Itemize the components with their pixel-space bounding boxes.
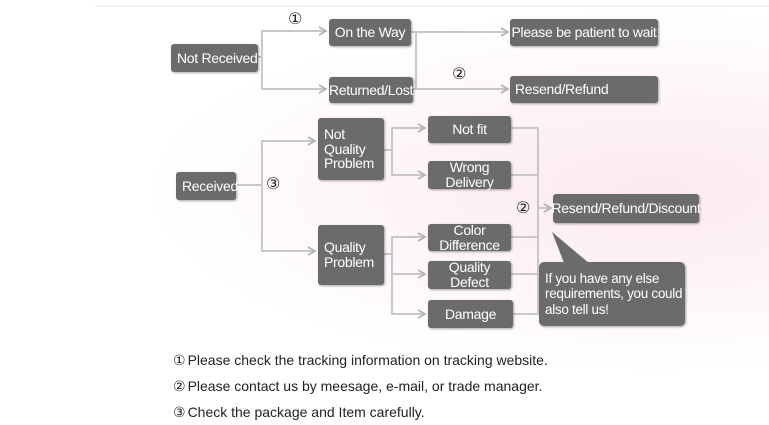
marker-three: ③: [266, 174, 281, 193]
arrow-to-quality: [261, 185, 317, 256]
box-not-received: Not Received: [171, 44, 258, 72]
marker-one: ①: [288, 9, 303, 28]
box-received: Received: [176, 172, 238, 200]
callout-bubble: If you have any else requirements, you c…: [539, 262, 685, 326]
note-1-marker: ①: [173, 353, 186, 369]
arrow-to-not-quality: [236, 136, 317, 186]
box-not-fit: Not fit: [428, 116, 511, 143]
box-wrong-delivery: Wrong Delivery: [428, 160, 511, 189]
arrow-to-quality-defect: [391, 254, 427, 279]
note-1-text: Please check the tracking information on…: [187, 352, 548, 368]
box-resend-refund: Resend/Refund: [510, 76, 658, 103]
arrow-to-damage: [391, 254, 427, 319]
marker-two-right: ②: [516, 198, 531, 217]
arrow-to-on-the-way: [258, 26, 328, 58]
arrow-to-not-fit: [384, 123, 427, 151]
arrow-to-returned-lost: [261, 57, 328, 94]
note-3-text: Check the package and Item carefully.: [187, 404, 425, 420]
box-please-wait: Please be patient to wait: [510, 19, 658, 46]
box-quality-defect: Quality Defect: [428, 260, 511, 289]
box-quality-problem: Quality Problem: [318, 225, 384, 285]
box-color-difference: Color Difference: [428, 222, 511, 252]
note-3-marker: ③: [173, 405, 186, 421]
box-resend-refund-discount: Resend/Refund/Discount: [551, 194, 701, 223]
marker-two-top: ②: [452, 64, 467, 83]
note-2-marker: ②: [173, 379, 186, 395]
box-damage: Damage: [428, 300, 513, 328]
note-2-text: Please contact us by meesage, e-mail, or…: [187, 378, 543, 394]
box-returned-lost: Returned/Lost: [329, 77, 413, 103]
callout-pointer: [552, 232, 590, 268]
box-not-quality-problem: Not Quality Problem: [318, 118, 384, 180]
arrow-to-wrong-delivery: [391, 150, 427, 180]
box-on-the-way: On the Way: [329, 19, 411, 46]
arrow-to-color-difference: [384, 232, 427, 255]
